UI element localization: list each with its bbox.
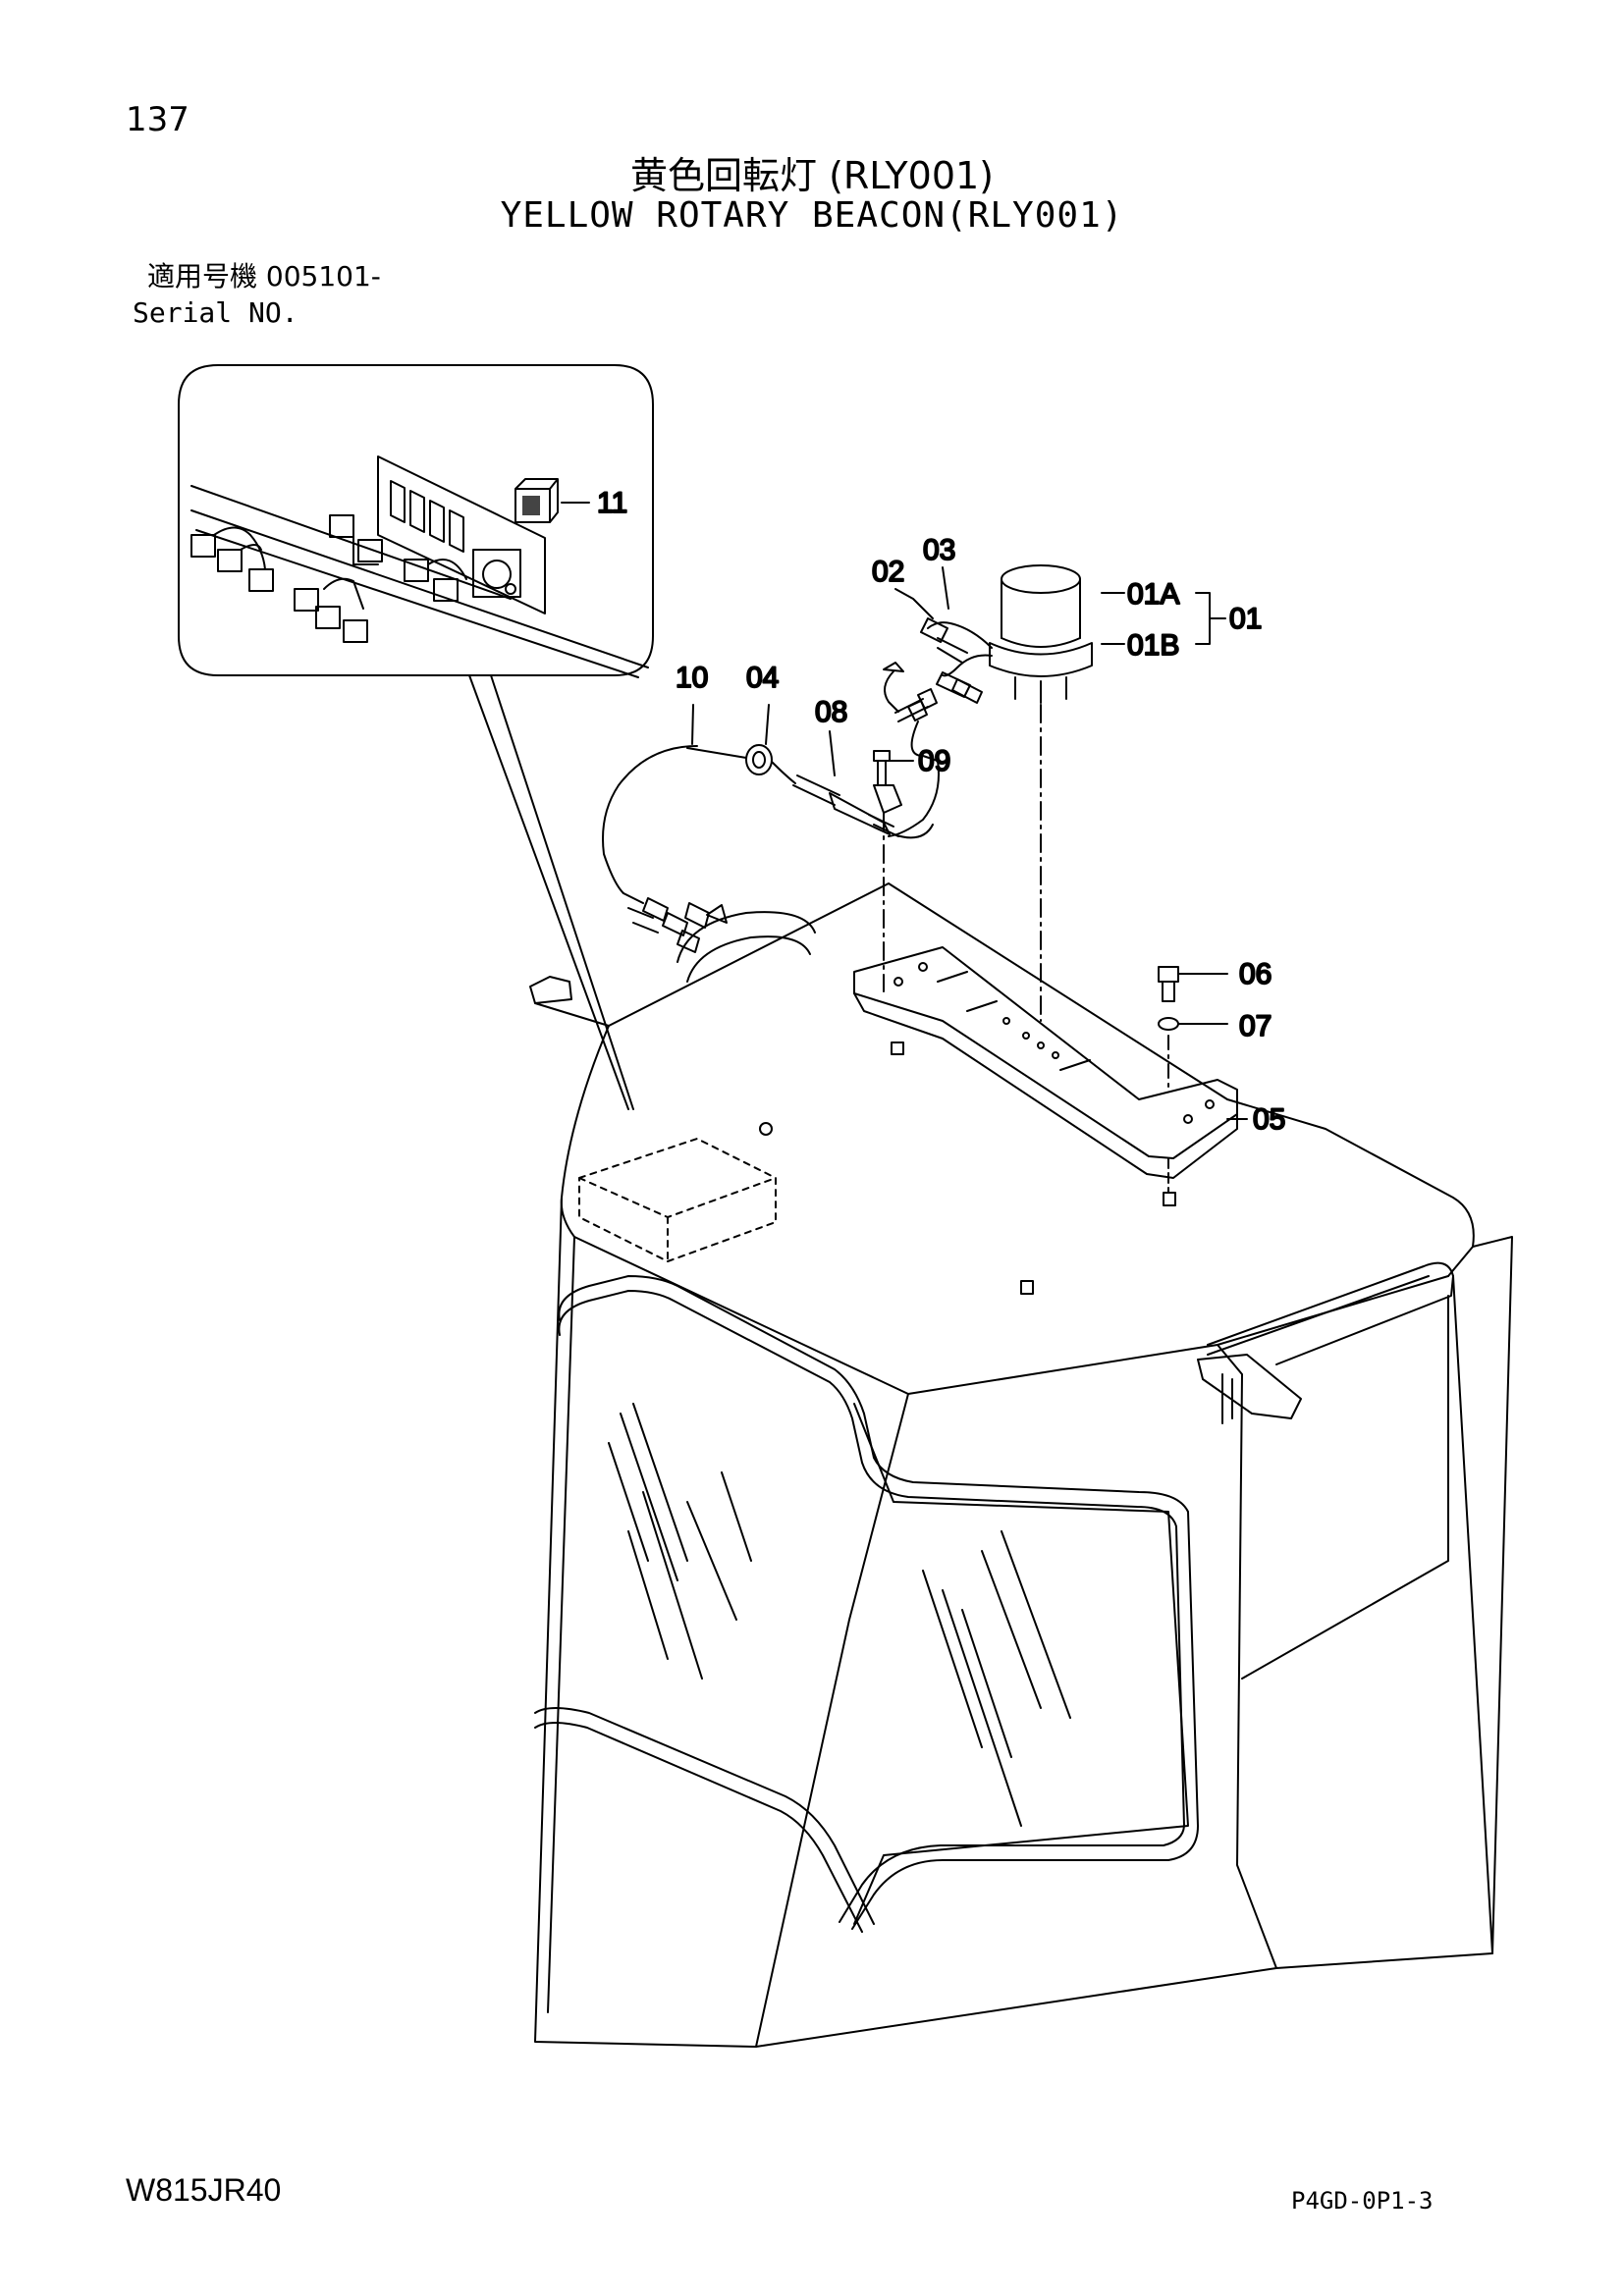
callout-01: 01	[1229, 603, 1262, 635]
callout-08: 08	[815, 696, 847, 728]
callout-02: 02	[872, 556, 904, 588]
callout-03: 03	[923, 534, 955, 566]
callout-04: 04	[746, 662, 779, 694]
callout-06: 06	[1239, 958, 1272, 990]
mounting-bracket	[853, 946, 1238, 1295]
callout-leaders	[561, 502, 1248, 1120]
detail-inset	[178, 364, 654, 1110]
serial-label-english: Serial NO.	[133, 296, 298, 329]
model-code: W815JR40	[126, 2172, 282, 2208]
callout-01A: 01A	[1127, 578, 1179, 611]
callout-05: 05	[1253, 1103, 1285, 1136]
title-japanese: 黄色回転灯 (RLY001)	[630, 154, 994, 197]
title-english: YELLOW ROTARY BEACON(RLY001)	[500, 195, 1124, 236]
callout-07: 07	[1239, 1010, 1272, 1042]
page-number: 137	[126, 100, 189, 139]
callout-01B: 01B	[1127, 629, 1179, 662]
beacon-assembly	[883, 564, 1093, 1022]
serial-label-japanese: 適用号機 005101-	[147, 260, 381, 293]
harness-assembly	[602, 744, 934, 992]
callout-09: 09	[918, 745, 950, 777]
cab-body	[529, 882, 1513, 2048]
page-code: P4GD-0P1-3	[1291, 2187, 1434, 2215]
callout-11: 11	[597, 487, 627, 519]
callout-10: 10	[676, 662, 708, 694]
